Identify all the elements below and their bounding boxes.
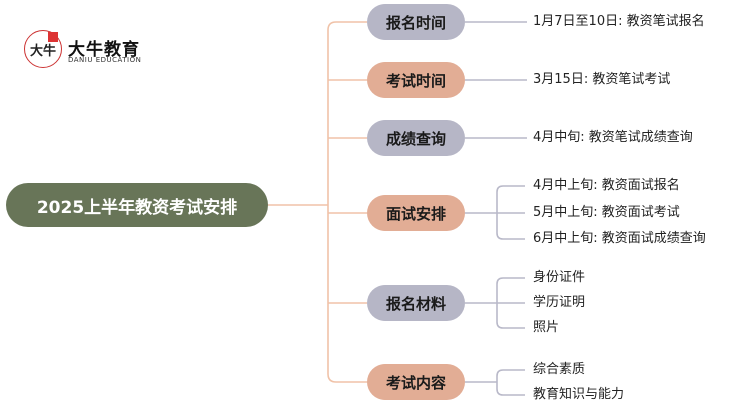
logo-name: 大牛教育 [68,40,140,60]
root-node: 2025上半年教资考试安排 [6,183,268,227]
leaf-bracket-5 [496,369,525,396]
leaf-item-4-0: 身份证件 [533,270,586,285]
branch-node-5: 考试内容 [367,364,465,400]
logo: 大牛 大牛教育 DANIU EDUCATION [24,30,164,70]
branch-node-0: 报名时间 [367,4,465,40]
logo-seal [48,32,58,42]
leaf-item-3-1: 5月中上旬: 教资面试考试 [533,205,680,220]
leaf-item-1-0: 3月15日: 教资笔试考试 [533,72,671,87]
leaf-item-2-0: 4月中旬: 教资笔试成绩查询 [533,130,693,145]
branch-node-4: 报名材料 [367,285,465,321]
branch-node-1: 考试时间 [367,62,465,98]
trunk-line [327,21,367,383]
leaf-item-4-2: 照片 [533,320,560,335]
branch-node-2: 成绩查询 [367,120,465,156]
leaf-item-5-0: 综合素质 [533,362,586,377]
logo-subtitle: DANIU EDUCATION [68,56,142,64]
branch-node-3: 面试安排 [367,195,465,231]
logo-mark: 大牛 [24,30,62,68]
leaf-item-3-0: 4月中上旬: 教资面试报名 [533,178,680,193]
leaf-item-4-1: 学历证明 [533,295,586,310]
leaf-item-5-1: 教育知识与能力 [533,387,625,402]
leaf-item-3-2: 6月中上旬: 教资面试成绩查询 [533,231,706,246]
leaf-item-0-0: 1月7日至10日: 教资笔试报名 [533,14,705,29]
logo-glyph: 大牛 [29,43,56,59]
